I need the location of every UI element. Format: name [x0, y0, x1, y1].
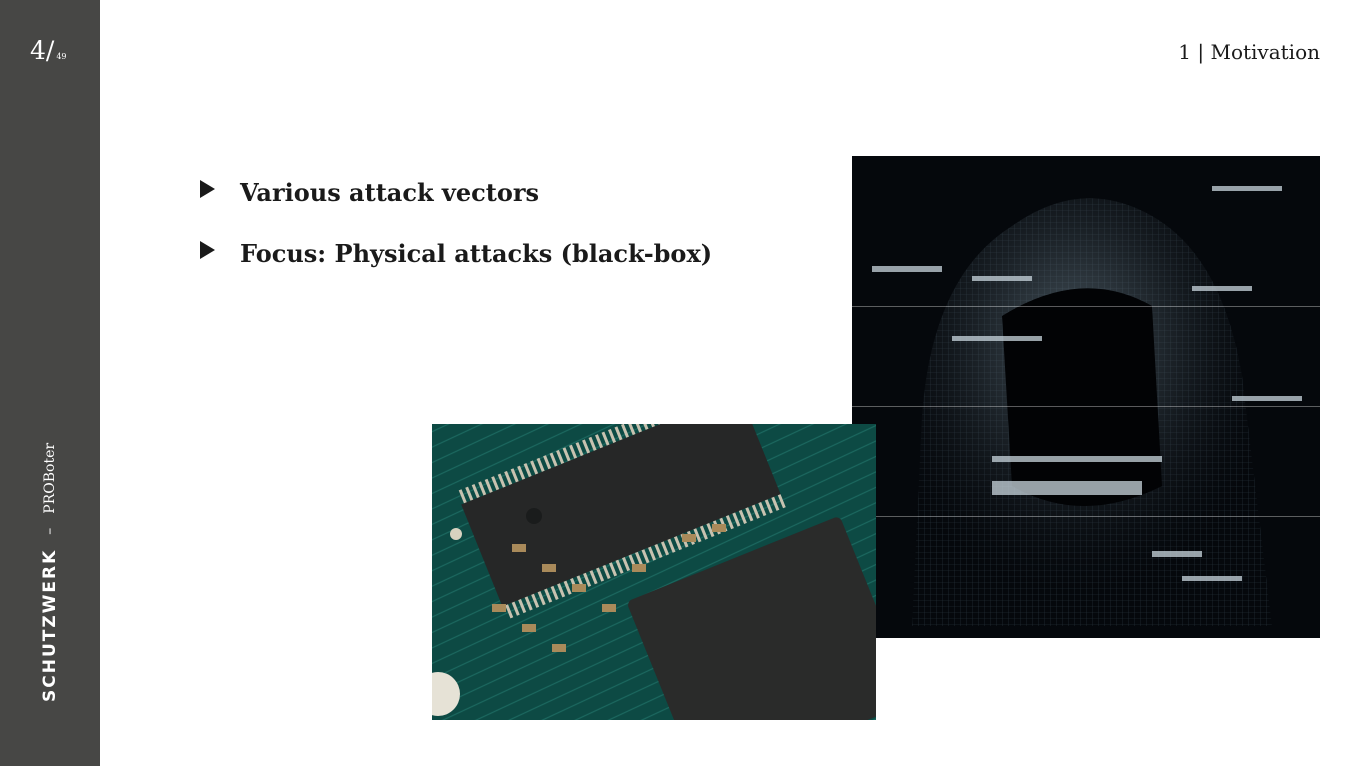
triangle-bullet-icon: [200, 241, 215, 259]
hacker-image: [852, 156, 1320, 638]
footer-separator: –: [42, 527, 58, 535]
brand-name: SCHUTZWERK: [40, 548, 60, 702]
bullet-item: Various attack vectors: [200, 172, 712, 212]
circuit-board-image: [432, 424, 876, 720]
triangle-bullet-icon: [200, 180, 215, 198]
section-title: 1 | Motivation: [1178, 40, 1320, 64]
vertical-footer: SCHUTZWERK – PROBoter: [40, 382, 60, 702]
bullet-text: Various attack vectors: [240, 177, 540, 207]
bullet-item: Focus: Physical attacks (black-box): [200, 233, 712, 273]
total-pages: 49: [56, 52, 67, 61]
bullet-list: Various attack vectors Focus: Physical a…: [200, 172, 712, 294]
page-number: 4/49: [30, 36, 67, 65]
current-page: 4: [30, 36, 46, 65]
bullet-text: Focus: Physical attacks (black-box): [240, 238, 713, 268]
project-name: PROBoter: [42, 442, 58, 514]
sidebar: 4/49 SCHUTZWERK – PROBoter: [0, 0, 100, 766]
page-separator: /: [45, 36, 55, 65]
